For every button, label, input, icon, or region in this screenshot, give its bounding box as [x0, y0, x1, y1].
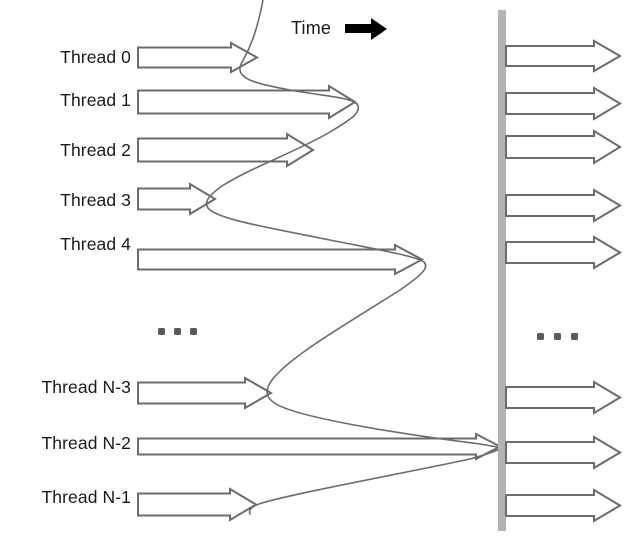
ellipsis-right-dot-0 [537, 333, 544, 340]
thread-arrival-curve [205, 0, 505, 515]
post-barrier-arrow-7 [505, 488, 622, 523]
ellipsis-left-dot-0 [158, 328, 165, 335]
thread-arrow-4 [137, 243, 425, 276]
thread-label-5: Thread N-3 [41, 377, 131, 397]
thread-arrow-3 [137, 182, 217, 216]
post-barrier-arrow-3 [505, 188, 622, 223]
arrival-curve-path [205, 0, 505, 515]
post-barrier-arrow-6 [505, 435, 622, 470]
post-barrier-thread-arrows [505, 39, 623, 523]
thread-label-1: Thread 1 [60, 90, 131, 110]
thread-arrow-0 [137, 41, 260, 74]
post-barrier-arrow-5 [505, 380, 622, 415]
thread-label-3: Thread 3 [60, 190, 131, 210]
ellipsis-right-dot-2 [571, 333, 578, 340]
thread-arrow-6 [137, 432, 503, 461]
barrier-bar [498, 10, 506, 531]
post-barrier-arrow-4 [505, 235, 622, 270]
thread-arrow-1 [137, 84, 357, 120]
post-barrier-arrow-1 [505, 86, 622, 121]
time-direction-arrow-icon [345, 18, 387, 40]
thread-arrow-5 [137, 376, 274, 410]
ellipsis-left-dot-1 [174, 328, 181, 335]
ellipsis-markers [158, 328, 578, 340]
post-barrier-arrow-0 [505, 39, 623, 73]
thread-arrow-2 [137, 132, 315, 168]
ellipsis-left-dot-2 [190, 328, 197, 335]
thread-label-4: Thread 4 [60, 234, 131, 254]
left-thread-arrows [137, 41, 503, 522]
thread-label-0: Thread 0 [60, 47, 131, 67]
ellipsis-right-dot-1 [554, 333, 561, 340]
time-arrow-glyph [345, 18, 387, 40]
thread-label-6: Thread N-2 [41, 433, 131, 453]
time-axis-label: Time [291, 18, 332, 38]
thread-label-7: Thread N-1 [41, 487, 131, 507]
thread-label-2: Thread 2 [60, 140, 131, 160]
barrier-rect [498, 10, 506, 531]
thread-arrow-7 [137, 487, 258, 522]
post-barrier-arrow-2 [505, 129, 622, 165]
